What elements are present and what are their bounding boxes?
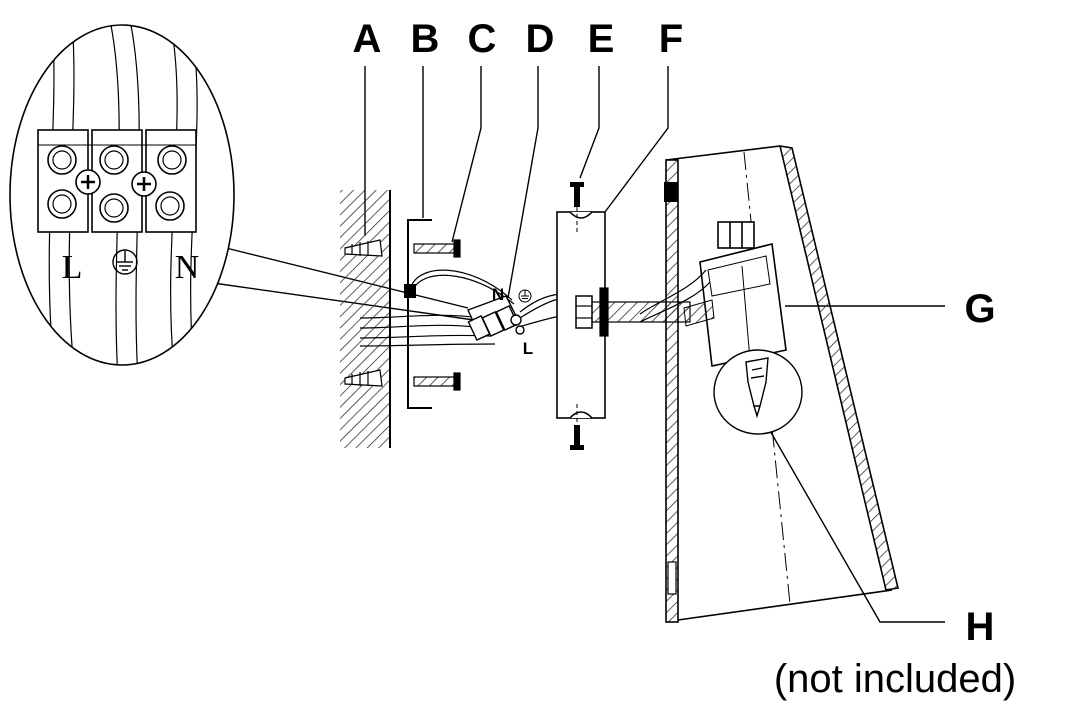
light-bulb-h — [713, 349, 803, 435]
mounting-bracket-b — [407, 219, 432, 409]
wall-plug-a-bottom — [344, 369, 383, 387]
supply-wires — [359, 269, 515, 347]
callout-b: B — [411, 17, 440, 61]
terminal-label-neutral: N — [175, 249, 200, 286]
wire-label-live: L — [523, 339, 533, 358]
not-included-note: (not included) — [774, 657, 1016, 701]
earth-ground-icon — [112, 249, 138, 275]
wall-plug-a-top — [344, 239, 383, 257]
terminal-detail-zoom: L N — [9, 24, 235, 366]
leader-f — [604, 66, 669, 213]
cross-screw-icon — [75, 169, 101, 195]
callout-c: C — [468, 17, 497, 61]
leader-c — [451, 66, 482, 243]
wire-label-neutral: N — [492, 285, 504, 304]
callout-d: D — [526, 17, 555, 61]
callout-f: F — [659, 17, 683, 61]
leader-d — [507, 66, 539, 299]
callout-e: E — [588, 17, 615, 61]
leader-h — [764, 421, 945, 623]
callout-h: H — [966, 605, 995, 649]
screw-c-bottom — [413, 372, 461, 391]
threaded-rod — [575, 287, 691, 337]
leader-e — [579, 66, 600, 179]
terminal-label-live: L — [62, 249, 83, 286]
screw-e-top — [570, 182, 584, 232]
screw-e-bottom — [570, 404, 584, 450]
lamp-holder-g — [639, 221, 787, 367]
callout-g: G — [964, 287, 995, 331]
cable-clamp — [404, 284, 416, 298]
wall — [340, 190, 391, 448]
screw-c-top — [413, 239, 461, 258]
callout-a: A — [353, 17, 382, 61]
cross-screw-icon — [131, 171, 157, 197]
terminal-connector-d — [467, 295, 525, 341]
earth-ground-icon — [518, 289, 532, 303]
